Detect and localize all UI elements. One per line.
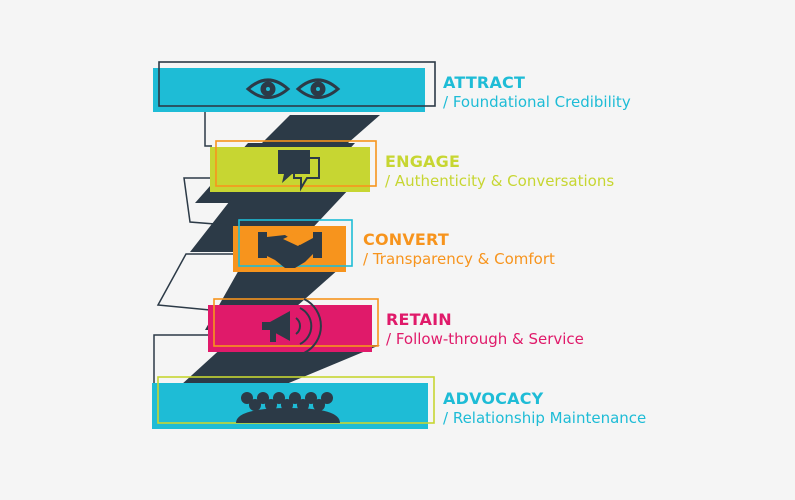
retain-outline — [213, 298, 379, 347]
stage-label-attract: ATTRACT / Foundational Credibility — [443, 73, 631, 112]
stage-subtitle-engage: / Authenticity & Conversations — [385, 172, 615, 190]
stage-title-retain: RETAIN — [386, 310, 452, 329]
connector-line-2 — [183, 177, 241, 227]
stage-label-retain: RETAIN / Follow-through & Service — [386, 310, 584, 349]
stage-label-convert: CONVERT / Transparency & Comfort — [363, 230, 555, 269]
connector-line-1 — [204, 112, 212, 147]
megaphone-icon — [262, 298, 322, 354]
dark-band-5 — [170, 345, 380, 395]
dark-band-2 — [255, 115, 380, 150]
attract-outline — [158, 61, 436, 107]
stage-title-attract: ATTRACT — [443, 73, 526, 92]
stage-title-advocacy: ADVOCACY — [443, 389, 544, 408]
handshake-icon — [258, 232, 322, 268]
stage-subtitle-retain: / Follow-through & Service — [386, 330, 584, 348]
stage-label-advocacy: ADVOCACY / Relationship Maintenance — [443, 389, 646, 428]
eyes-icon — [245, 78, 341, 99]
stage-title-convert: CONVERT — [363, 230, 449, 249]
engage-outline — [215, 140, 377, 187]
stage-subtitle-convert: / Transparency & Comfort — [363, 250, 555, 268]
speech-bubble-icon — [278, 150, 320, 192]
stage-subtitle-attract: / Foundational Credibility — [443, 93, 631, 111]
stage-title-engage: ENGAGE — [385, 152, 461, 171]
people-group-icon — [236, 392, 340, 423]
stage-label-engage: ENGAGE / Authenticity & Conversations — [385, 152, 614, 191]
stage-subtitle-advocacy: / Relationship Maintenance — [443, 409, 647, 427]
connector-line-3 — [156, 253, 238, 311]
